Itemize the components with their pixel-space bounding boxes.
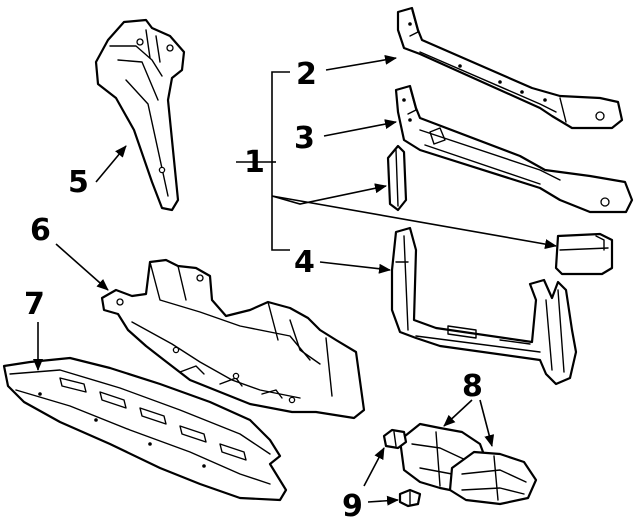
- part-7-lower-valance[interactable]: [2, 356, 288, 502]
- callout-labels: 1 2 3 4 5 6 7 8 9: [24, 57, 483, 524]
- callout-7: 7: [24, 287, 45, 322]
- part-3-lower-tie-bar[interactable]: [394, 84, 634, 214]
- part-6-air-deflector[interactable]: [100, 258, 366, 420]
- callout-3: 3: [294, 121, 315, 156]
- callout-4: 4: [294, 245, 315, 280]
- callout-5: 5: [68, 165, 89, 200]
- part-4-radiator-support[interactable]: [390, 226, 578, 386]
- callout-9: 9: [342, 489, 363, 524]
- part-2-upper-tie-bar[interactable]: [396, 6, 624, 130]
- part-5-side-bracket[interactable]: [94, 18, 186, 212]
- leader-lines: [33, 54, 557, 506]
- callout-6: 6: [30, 213, 51, 248]
- support-bracket-small[interactable]: [386, 144, 408, 212]
- callout-1: 1: [244, 145, 265, 180]
- callout-2: 2: [296, 57, 317, 92]
- support-plate[interactable]: [554, 232, 614, 276]
- part-9-fasteners[interactable]: [382, 428, 422, 508]
- callout-8: 8: [462, 369, 483, 404]
- part-8-brackets[interactable]: [398, 422, 538, 506]
